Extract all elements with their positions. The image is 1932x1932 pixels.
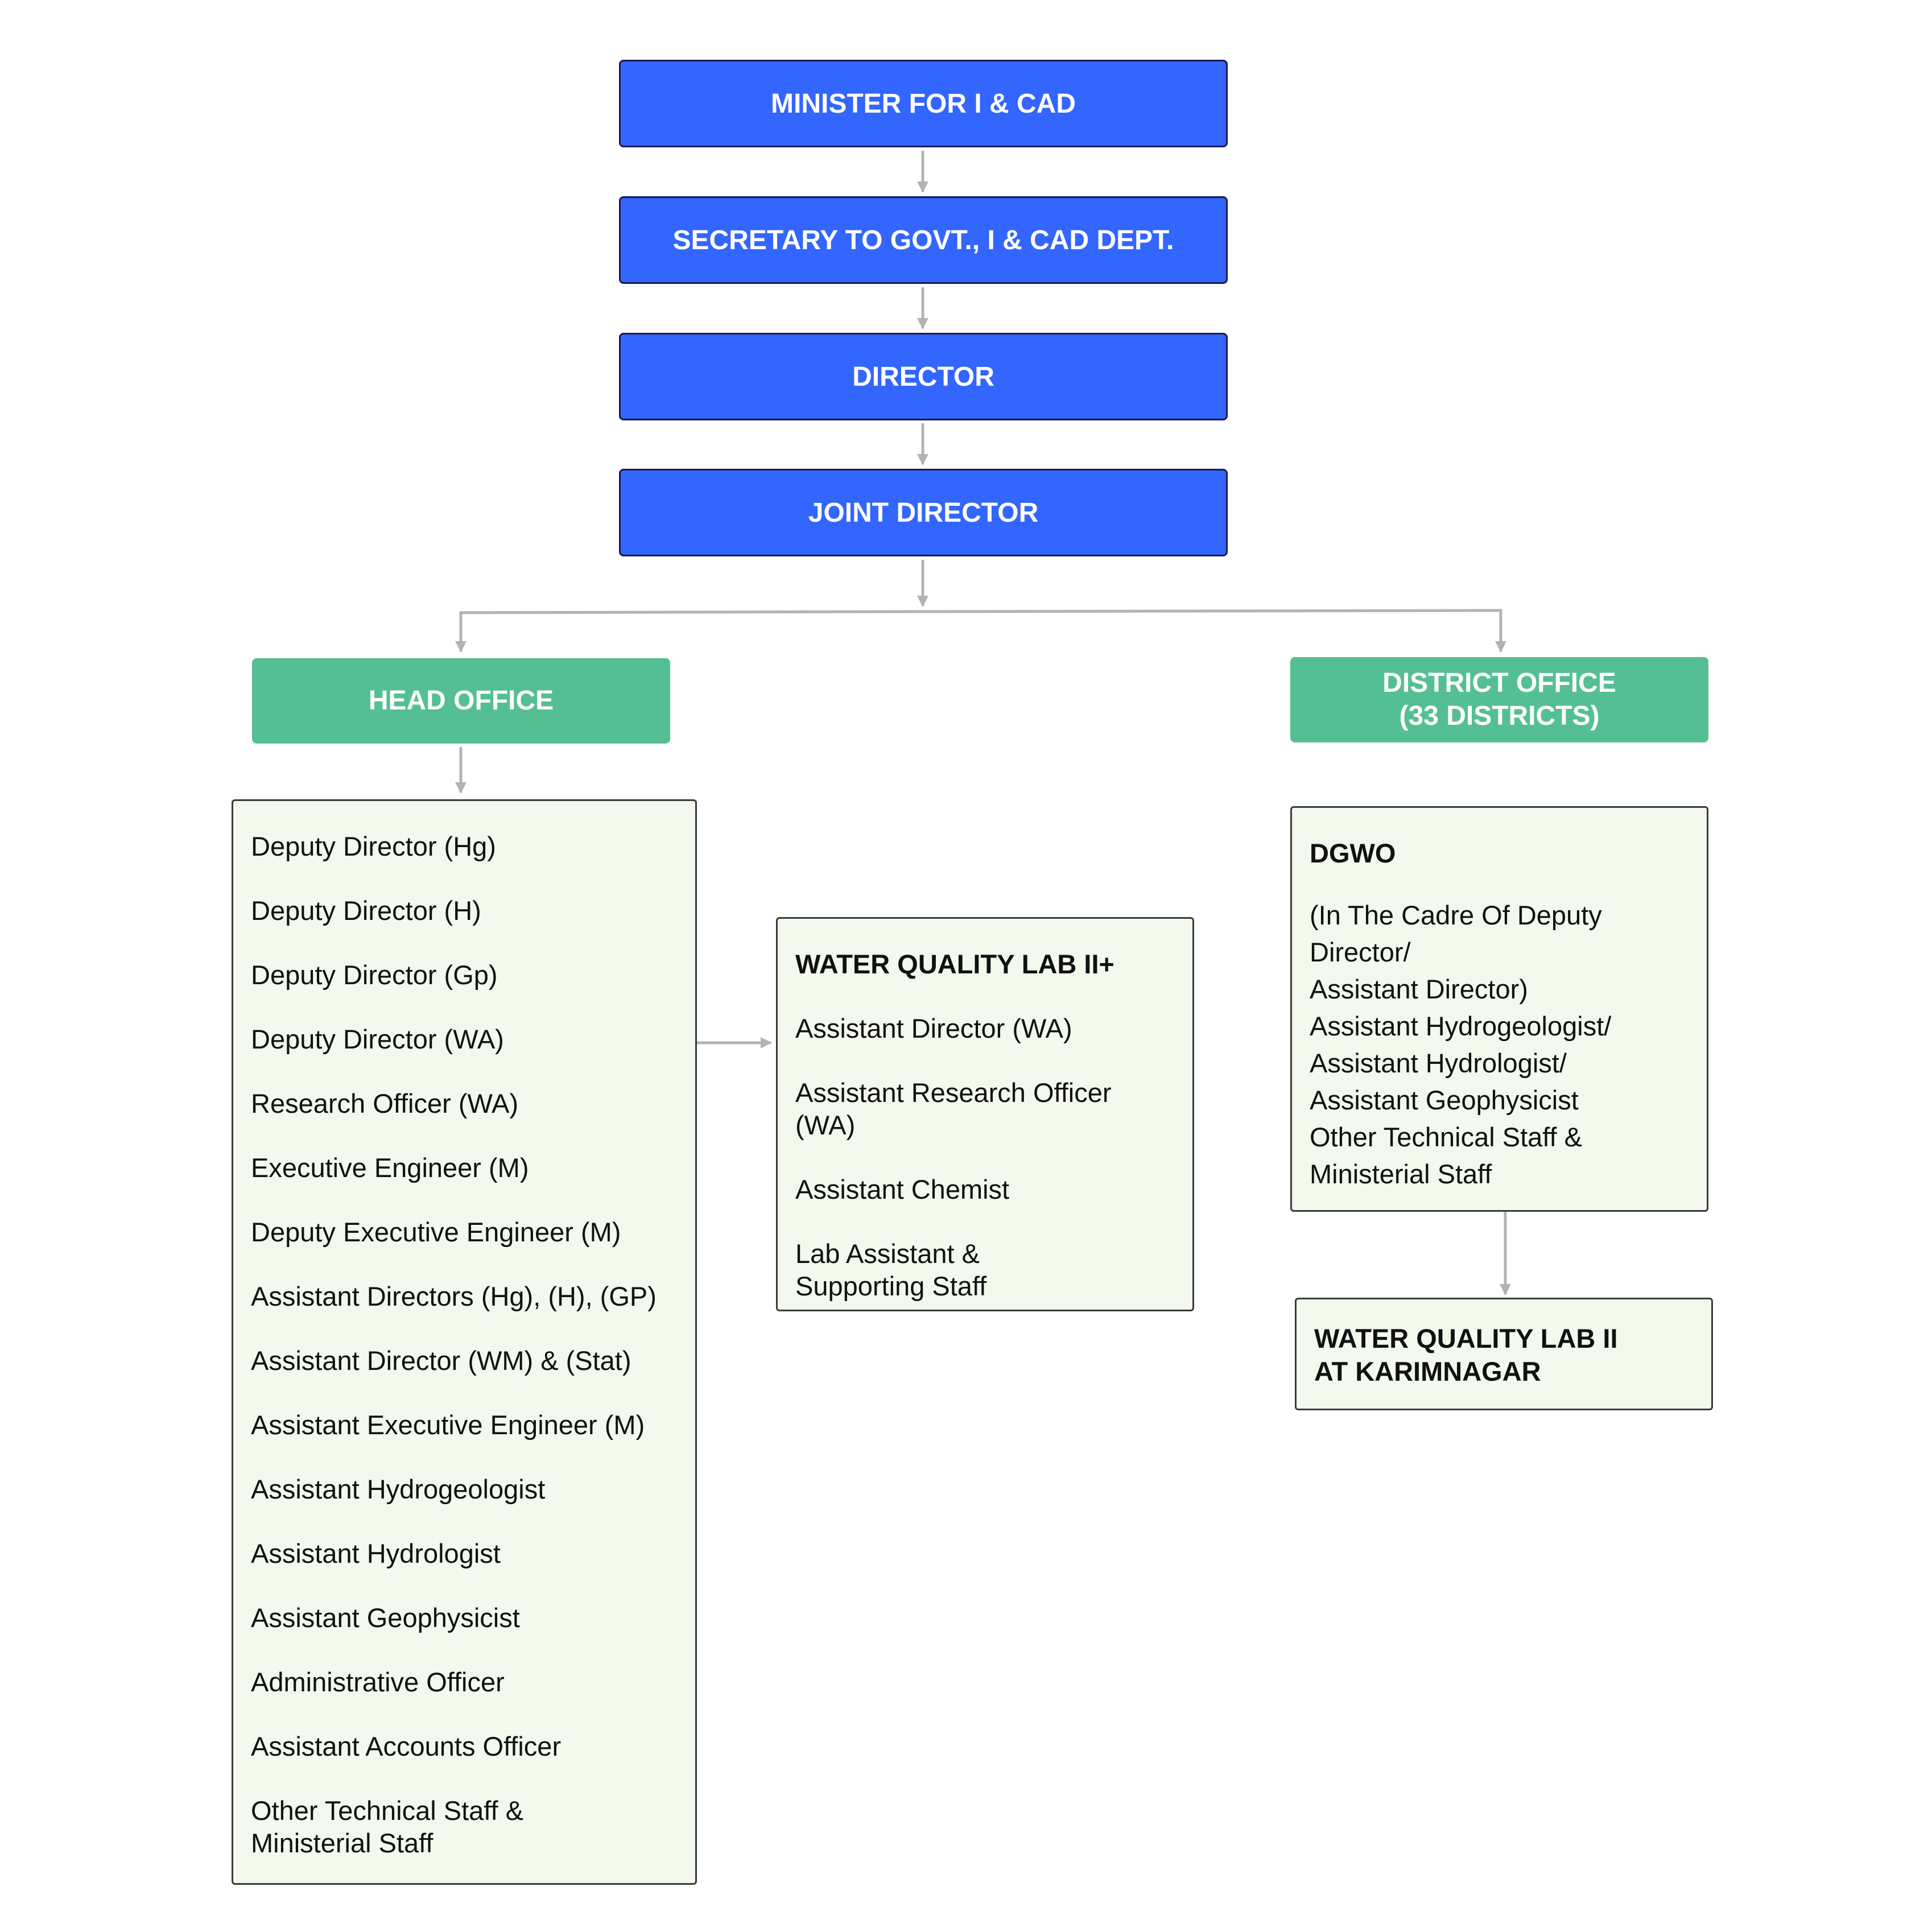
karimnagar-lab-line-2: AT KARIMNAGAR	[1314, 1356, 1541, 1386]
staff-item: Deputy Director (WA)	[251, 1024, 504, 1054]
dgwo-panel: DGWO (In The Cadre Of Deputy Director/ A…	[1290, 806, 1708, 1212]
head-office-staff-panel: Deputy Director (Hg) Deputy Director (H)…	[232, 799, 697, 1885]
staff-item: Assistant Accounts Officer	[251, 1731, 562, 1761]
lab-staff-item: Assistant Director (WA)	[795, 1013, 1072, 1043]
staff-item: Deputy Director (Hg)	[251, 831, 496, 861]
staff-item: Other Technical Staff &	[251, 1795, 523, 1826]
staff-item: Assistant Executive Engineer (M)	[251, 1410, 645, 1440]
branch-to-head-office	[455, 610, 923, 653]
dgwo-line: Ministerial Staff	[1310, 1159, 1492, 1189]
staff-item: Assistant Hydrogeologist	[251, 1474, 546, 1504]
staff-item: Deputy Director (Gp)	[251, 960, 498, 990]
staff-item: Executive Engineer (M)	[251, 1153, 529, 1183]
staff-item: Assistant Geophysicist	[251, 1603, 520, 1633]
branch-to-district-office	[922, 609, 1506, 653]
lab-staff-item: Assistant Chemist	[795, 1174, 1010, 1204]
karimnagar-lab-line-1: WATER QUALITY LAB II	[1314, 1323, 1618, 1353]
minister-label: MINISTER FOR I & CAD	[771, 88, 1076, 119]
staff-item: Deputy Director (H)	[251, 895, 481, 926]
staff-item: Research Officer (WA)	[251, 1088, 519, 1118]
head-office-label: HEAD OFFICE	[368, 686, 554, 716]
lab-staff-item: Lab Assistant &	[795, 1239, 980, 1269]
staff-item: Assistant Directors (Hg), (H), (GP)	[251, 1281, 657, 1311]
secretary-box: SECRETARY TO GOVT., I & CAD DEPT.	[619, 196, 1228, 284]
lab-staff-item: (WA)	[795, 1110, 856, 1140]
dgwo-line: Assistant Hydrogeologist/	[1310, 1011, 1612, 1041]
dgwo-line: Assistant Director)	[1310, 974, 1528, 1004]
head-office-box: HEAD OFFICE	[252, 658, 670, 744]
staff-item: Assistant Director (WM) & (Stat)	[251, 1345, 631, 1376]
staff-item: Assistant Hydrologist	[251, 1538, 501, 1568]
minister-box: MINISTER FOR I & CAD	[619, 60, 1228, 147]
dgwo-line: (In The Cadre Of Deputy	[1310, 900, 1602, 930]
dgwo-line: Assistant Geophysicist	[1310, 1085, 1579, 1115]
lab-staff-item: Supporting Staff	[795, 1271, 987, 1301]
lab-staff-item: Assistant Research Officer	[795, 1078, 1112, 1108]
dgwo-line: Director/	[1310, 937, 1411, 967]
district-office-label-line-1: DISTRICT OFFICE	[1382, 668, 1616, 698]
district-office-box: DISTRICT OFFICE (33 DISTRICTS)	[1290, 657, 1708, 742]
staff-item: Deputy Executive Engineer (M)	[251, 1217, 621, 1247]
water-quality-lab-karimnagar-panel: WATER QUALITY LAB II AT KARIMNAGAR	[1295, 1298, 1713, 1410]
dgwo-line: Assistant Hydrologist/	[1310, 1048, 1567, 1078]
water-quality-lab-plus-panel: WATER QUALITY LAB II+ Assistant Director…	[776, 917, 1194, 1311]
secretary-label: SECRETARY TO GOVT., I & CAD DEPT.	[672, 225, 1174, 255]
joint-director-label: JOINT DIRECTOR	[808, 497, 1039, 528]
district-office-label-line-2: (33 DISTRICTS)	[1399, 701, 1600, 731]
dgwo-title: DGWO	[1310, 838, 1396, 868]
joint-director-box: JOINT DIRECTOR	[619, 469, 1228, 556]
water-quality-lab-plus-title: WATER QUALITY LAB II+	[795, 949, 1114, 979]
staff-item: Ministerial Staff	[251, 1828, 434, 1858]
dgwo-line: Other Technical Staff &	[1310, 1122, 1582, 1152]
staff-item: Administrative Officer	[251, 1667, 505, 1697]
director-label: DIRECTOR	[852, 361, 994, 392]
director-box: DIRECTOR	[619, 333, 1228, 420]
